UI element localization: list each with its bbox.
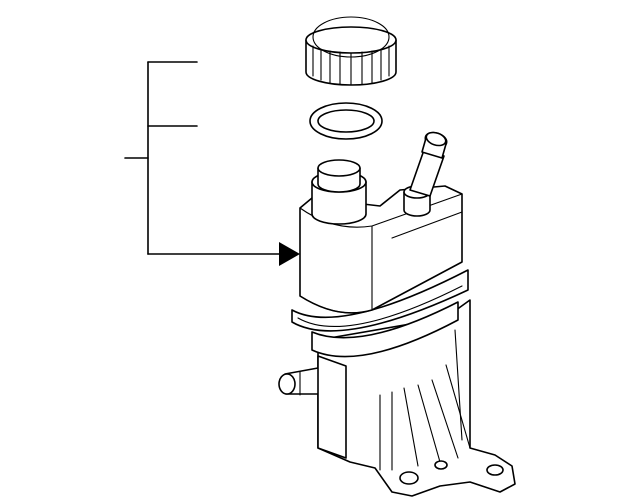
cap-grip-ribs — [312, 45, 390, 86]
lower-body-front — [317, 355, 347, 459]
pointer-arrow-icon — [279, 242, 300, 266]
filler-neck — [311, 159, 367, 225]
return-pipe — [403, 131, 448, 217]
reservoir-cap[interactable] — [305, 16, 397, 86]
power-steering-reservoir[interactable] — [278, 130, 516, 497]
callout-bracket — [124, 61, 300, 266]
cap-seal-o-ring[interactable] — [309, 102, 383, 140]
collar-bands — [291, 269, 469, 358]
